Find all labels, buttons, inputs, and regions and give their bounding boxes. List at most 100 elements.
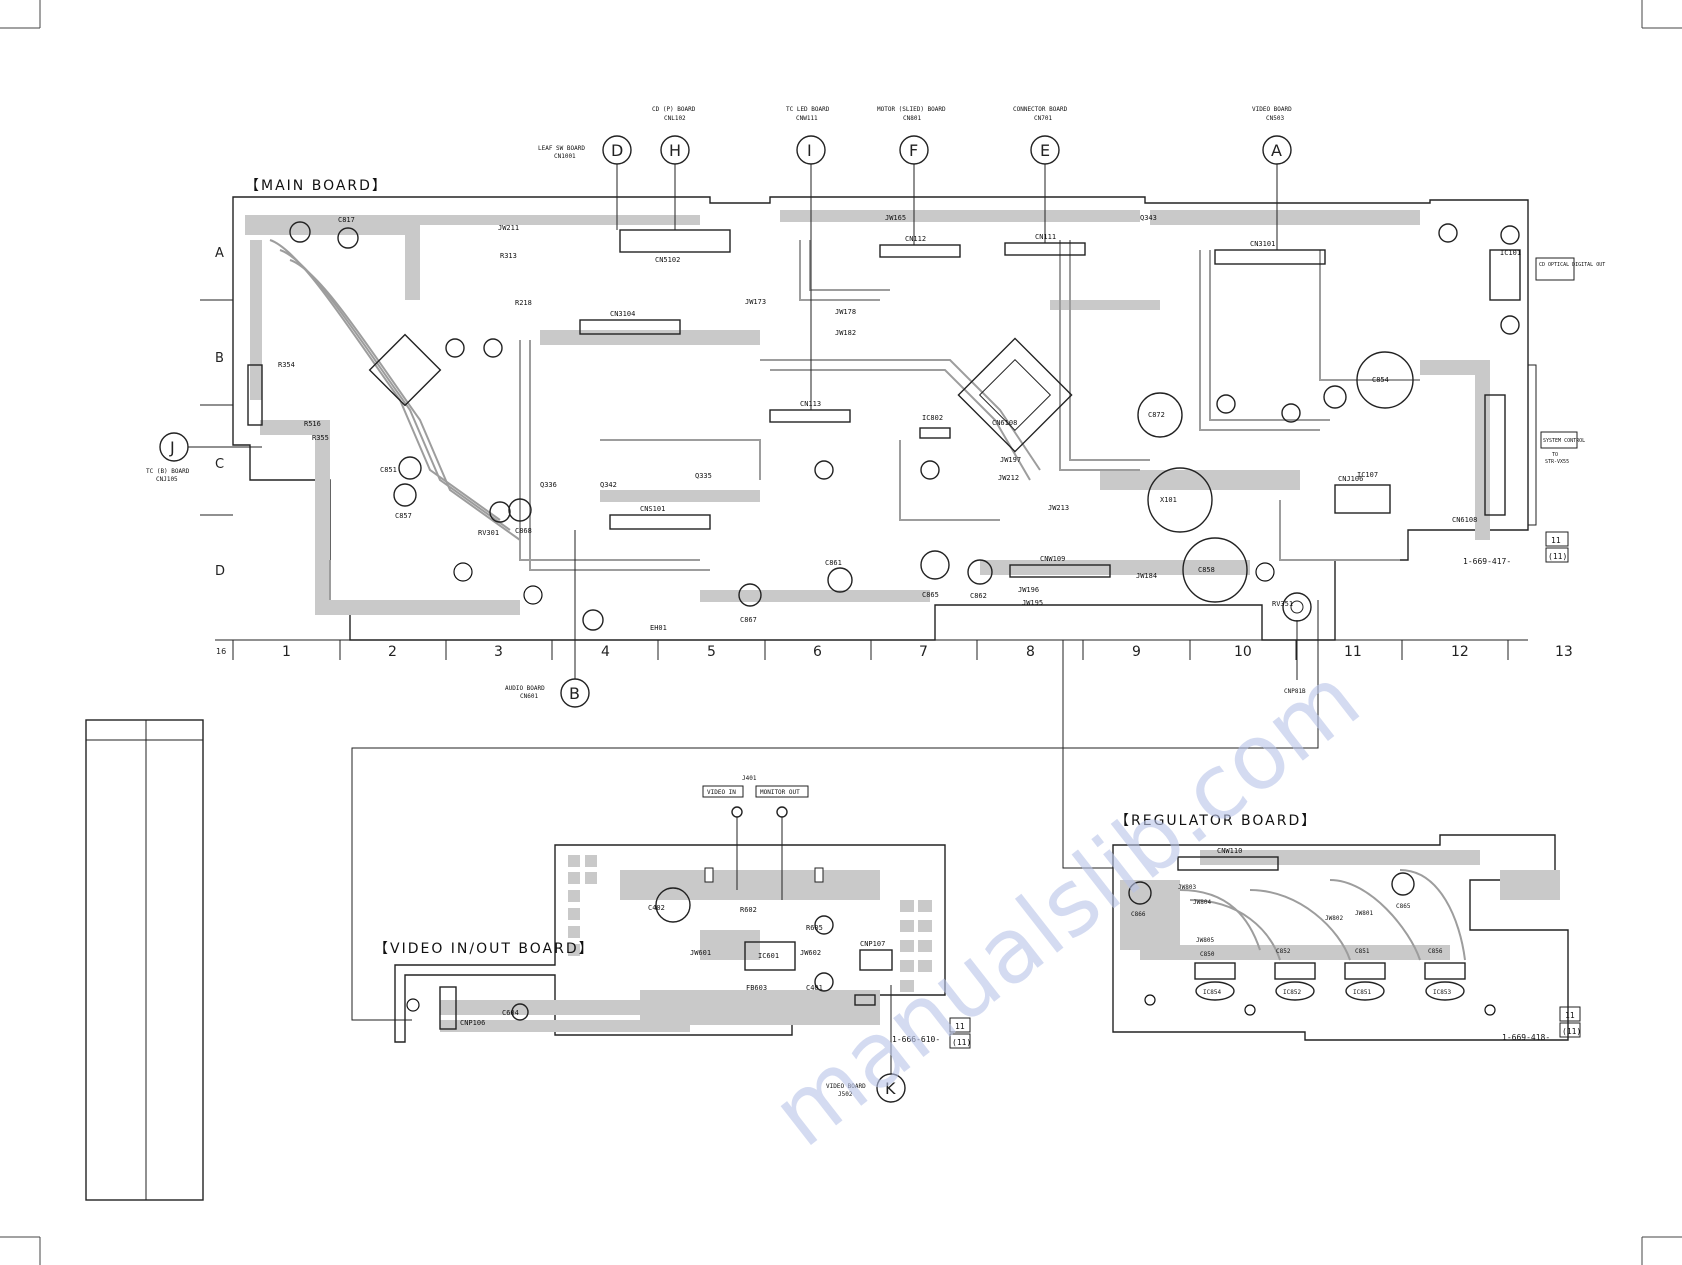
svg-text:LEAF SW BOARD: LEAF SW BOARD (538, 145, 585, 152)
svg-text:JW196: JW196 (1018, 586, 1039, 594)
video-ref-b: (11) (952, 1038, 971, 1047)
svg-text:CNW111: CNW111 (796, 115, 818, 122)
svg-text:H: H (669, 141, 681, 160)
svg-text:R602: R602 (740, 906, 757, 914)
regulator-board-title: 【REGULATOR BOARD】 (1115, 813, 1317, 829)
main-board: A B C D 16 1 2 3 4 5 6 (200, 178, 1605, 660)
grid-rows: A B C D (200, 246, 233, 579)
row-c: C (215, 457, 224, 472)
svg-text:JW195: JW195 (1022, 599, 1043, 607)
regulator-board-partno: 1-669-418- (1502, 1033, 1550, 1042)
cn3101-label: CN3101 (1250, 240, 1275, 248)
svg-text:E: E (1040, 141, 1050, 160)
col-9: 9 (1132, 644, 1141, 660)
svg-text:JW213: JW213 (1048, 504, 1069, 512)
svg-text:JW173: JW173 (745, 298, 766, 306)
video-board-partno: 1-666-610- (892, 1035, 940, 1044)
svg-text:A: A (1271, 141, 1282, 160)
svg-text:CN701: CN701 (1034, 115, 1052, 122)
svg-text:CNL102: CNL102 (664, 115, 686, 122)
col-4: 4 (601, 644, 610, 660)
svg-text:JW601: JW601 (690, 949, 711, 957)
watermark: manualslib.com (753, 646, 1379, 1167)
system-to-label: TO (1552, 452, 1558, 458)
ic101-label: CN6108 (992, 419, 1017, 427)
svg-text:I: I (807, 141, 812, 160)
svg-text:TC LED BOARD: TC LED BOARD (786, 106, 830, 113)
ic-left-chip (368, 333, 442, 407)
svg-text:RV351: RV351 (1272, 600, 1293, 608)
col-3: 3 (494, 644, 503, 660)
svg-text:C867: C867 (740, 616, 757, 624)
cable-label: CNP81B (1284, 688, 1306, 695)
svg-text:IC854: IC854 (1203, 989, 1221, 996)
inter-board-wires (351, 600, 1319, 1021)
main-part-labels: EH01 Q335 Q336 Q342 Q343 JW165 JW173 JW1… (278, 214, 1378, 632)
svg-text:JW197: JW197 (1000, 456, 1021, 464)
svg-text:CN801: CN801 (903, 115, 921, 122)
svg-text:C858: C858 (1198, 566, 1215, 574)
svg-text:C402: C402 (648, 904, 665, 912)
svg-text:JW602: JW602 (800, 949, 821, 957)
ic107-label: IC101 (1500, 249, 1521, 257)
svg-text:JW803: JW803 (1178, 884, 1196, 891)
row-b: B (215, 351, 224, 366)
svg-text:X101: X101 (1160, 496, 1177, 504)
cns101-label: CNS101 (640, 505, 665, 513)
svg-text:C852: C852 (1276, 948, 1291, 955)
svg-text:CN601: CN601 (520, 693, 538, 700)
col-2: 2 (388, 644, 397, 660)
svg-text:J: J (169, 438, 175, 457)
svg-text:D: D (611, 141, 623, 160)
svg-text:TC (B) BOARD: TC (B) BOARD (146, 468, 190, 475)
svg-text:JW212: JW212 (998, 474, 1019, 482)
cnw110 (1177, 856, 1279, 871)
cnj106-label: CNJ106 (1338, 475, 1363, 483)
svg-text:R313: R313 (500, 252, 517, 260)
svg-text:VIDEO BOARD: VIDEO BOARD (826, 1083, 866, 1090)
svg-text:EH01: EH01 (650, 624, 667, 632)
svg-text:C861: C861 (825, 559, 842, 567)
svg-text:IC601: IC601 (758, 952, 779, 960)
svg-text:C817: C817 (338, 216, 355, 224)
cn5102-label: CN5102 (655, 256, 680, 264)
svg-text:C401: C401 (806, 984, 823, 992)
svg-text:CNP106: CNP106 (460, 1019, 485, 1027)
svg-text:CNP107: CNP107 (860, 940, 885, 948)
c865-cap (1137, 392, 1183, 438)
row-a: A (215, 246, 224, 261)
video-in-label: VIDEO IN (707, 789, 736, 796)
svg-text:K: K (885, 1079, 896, 1098)
svg-text:CD (P) BOARD: CD (P) BOARD (652, 106, 696, 113)
svg-text:Q336: Q336 (540, 481, 557, 489)
svg-text:C856: C856 (1428, 948, 1443, 955)
j401-label: J401 (742, 775, 757, 782)
svg-text:IC802: IC802 (922, 414, 943, 422)
col-6: 6 (813, 644, 822, 660)
svg-text:C854: C854 (1372, 376, 1389, 384)
svg-text:C866: C866 (1131, 911, 1146, 918)
svg-text:JW804: JW804 (1193, 899, 1211, 906)
svg-text:B: B (569, 684, 580, 703)
svg-text:C851: C851 (1355, 948, 1370, 955)
c872-cap (1356, 351, 1414, 409)
svg-text:C850: C850 (1200, 951, 1215, 958)
svg-text:CN503: CN503 (1266, 115, 1284, 122)
svg-text:R354: R354 (278, 361, 295, 369)
main-ref-b: (11) (1548, 552, 1567, 561)
main-board-title: 【MAIN BOARD】 (245, 178, 388, 194)
svg-text:JW801: JW801 (1355, 910, 1373, 917)
col-13: 13 (1555, 644, 1573, 660)
col-10: 10 (1234, 644, 1252, 660)
svg-text:JW165: JW165 (885, 214, 906, 222)
col-8: 8 (1026, 644, 1035, 660)
svg-text:RV301: RV301 (478, 529, 499, 537)
svg-text:IC852: IC852 (1283, 989, 1301, 996)
svg-text:Q343: Q343 (1140, 214, 1157, 222)
svg-text:IC851: IC851 (1353, 989, 1371, 996)
cnw109-label: CNW109 (1040, 555, 1065, 563)
svg-text:C604: C604 (502, 1009, 519, 1017)
col-11: 11 (1344, 644, 1362, 660)
svg-text:CONNECTOR BOARD: CONNECTOR BOARD (1013, 106, 1068, 113)
